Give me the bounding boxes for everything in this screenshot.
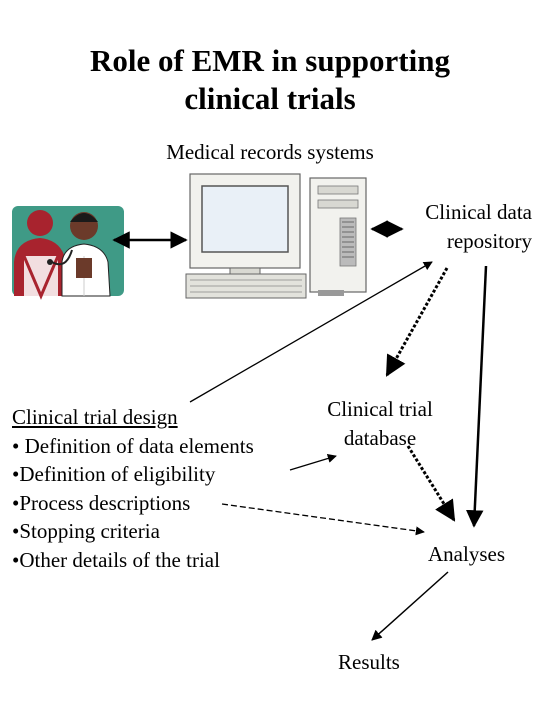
medical-records-label: Medical records systems [166, 140, 374, 164]
ctdb-line-1: Clinical trial [327, 397, 433, 421]
arrow-analyses-results [371, 571, 449, 641]
trial-design-block: Clinical trial design • Definition of da… [12, 403, 254, 575]
arrow-design-analyses [221, 503, 425, 536]
clinical-data-repository-label: Clinical data repository [425, 198, 532, 256]
doctor-patient-icon [12, 206, 124, 300]
design-item: •Other details of the trial [12, 547, 220, 572]
arrow-repository-trialdb [385, 267, 449, 377]
analyses-label: Analyses [428, 542, 505, 566]
design-item: •Process descriptions [12, 490, 191, 515]
design-item: •Definition of eligibility [12, 462, 216, 487]
trial-design-header: Clinical trial design [12, 405, 178, 429]
desktop-computer-icon [185, 173, 367, 299]
arrow-design-repository [189, 261, 433, 403]
arrow-design-trialdb [289, 454, 337, 471]
title-line-2: clinical trials [184, 81, 356, 116]
arrow-trialdb-analyses [406, 445, 456, 522]
arrow-repository-analyses [465, 265, 488, 528]
cdr-line-1: Clinical data [425, 200, 532, 224]
design-item: •Stopping criteria [12, 519, 160, 544]
title-line-1: Role of EMR in supporting [90, 43, 450, 78]
cdr-line-2: repository [446, 229, 532, 253]
diagram-title: Role of EMR in supporting clinical trial… [0, 42, 540, 118]
clinical-trial-database-label: Clinical trial database [300, 395, 460, 453]
results-label: Results [338, 650, 400, 674]
design-item: • Definition of data elements [12, 433, 254, 458]
ctdb-line-2: database [343, 426, 417, 450]
